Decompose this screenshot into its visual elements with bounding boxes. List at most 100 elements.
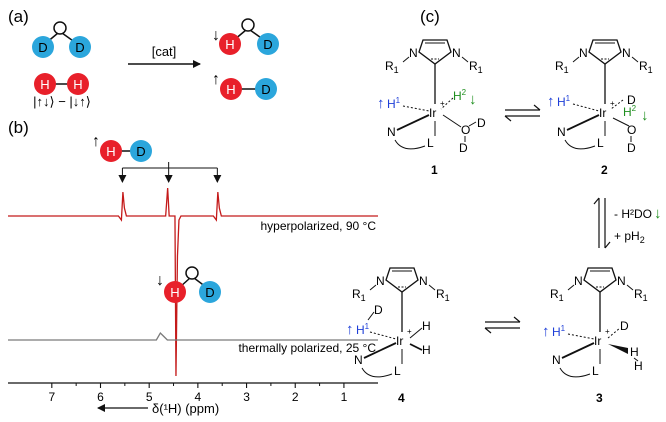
equilibrium-arrow-4-3	[484, 316, 521, 334]
atom-n: N	[409, 46, 418, 60]
h2-molecule: H H	[34, 73, 89, 95]
atom-n: N	[557, 125, 566, 139]
x-axis-tick-label: 7	[48, 390, 55, 404]
hydride-h1: H1	[356, 322, 370, 337]
compound-number-4: 4	[398, 391, 405, 405]
substituent-r1: R1	[550, 287, 564, 303]
hydrogen-atom	[67, 73, 89, 95]
atom-o: O	[627, 123, 636, 137]
hydrogen-atom	[34, 73, 56, 95]
spin-down-icon: ↓	[641, 107, 649, 124]
charge-plus: +	[605, 327, 610, 336]
atom-l: L	[592, 364, 599, 378]
singlet-state-label: |↑↓⟩ − |↓↑⟩	[33, 94, 91, 109]
atom-ir: Ir	[429, 106, 436, 120]
substituent-r1: R1	[385, 59, 399, 75]
panel-b: (b) H D ↑ hyperpolarized, 90 °C thermall…	[8, 118, 378, 416]
atom-h: H	[634, 359, 643, 373]
panel-a: (a) D D H H |↑↓⟩ − |↓↑⟩ [cat]	[8, 7, 279, 109]
spin-down-icon: ↓	[156, 272, 164, 289]
deuterium-atom	[69, 36, 91, 58]
spin-up-icon: ↑	[542, 323, 550, 340]
atom-n: N	[387, 125, 396, 139]
compound-4: N N R1 R1 Ir + ↑ H1 D H H N L 4	[346, 267, 450, 405]
atom-h: H	[630, 345, 639, 359]
atom-l: L	[597, 136, 604, 150]
charge-plus: +	[407, 327, 412, 336]
panel-label-a: (a)	[8, 7, 29, 26]
deuterium-atom	[199, 281, 221, 303]
atom-n: N	[354, 353, 363, 367]
hydride-h1: H1	[557, 94, 571, 109]
atom-o: O	[461, 123, 470, 137]
substituent-r1: R1	[469, 59, 483, 75]
spin-up-icon: ↑	[346, 321, 354, 338]
substituent-r1: R1	[352, 287, 366, 303]
x-axis-tick-label: 3	[243, 390, 250, 404]
atom-label-h: H	[73, 77, 82, 92]
x-axis-tick-label: 4	[195, 390, 202, 404]
atom-n: N	[376, 274, 385, 288]
spectrum-thermal-line	[8, 331, 378, 341]
hdo-molecule: H D ↓	[212, 18, 279, 55]
atom-label-d: D	[136, 144, 145, 159]
deuterium-atom	[32, 36, 54, 58]
atom-n: N	[622, 46, 631, 60]
hydrogen-atom	[100, 140, 122, 162]
atom-label-h: H	[170, 285, 179, 300]
coupling-tree	[118, 162, 222, 183]
substituent-r1: R1	[634, 287, 648, 303]
atom-label-h: H	[226, 82, 235, 97]
panel-label-b: (b)	[8, 118, 29, 137]
substituent-r1: R1	[639, 59, 653, 75]
hydride-h2: H2	[623, 104, 637, 119]
atom-n: N	[452, 46, 461, 60]
atom-label-d: D	[75, 40, 84, 55]
hydride-h2: H2	[453, 88, 467, 103]
spin-up-icon: ↑	[547, 93, 555, 110]
x-axis-title: δ(¹H) (ppm)	[152, 401, 219, 416]
x-axis-tick-label: 1	[341, 390, 348, 404]
oxygen-atom	[241, 18, 255, 32]
compound-2: N N R1 R1 Ir + ↑ H1 D N L O H2 ↓ D 2	[547, 39, 653, 177]
x-axis-tick-label: 5	[146, 390, 153, 404]
atom-n: N	[419, 274, 428, 288]
spin-up-icon: ↑	[377, 95, 385, 112]
x-axis-tick-label: 2	[292, 390, 299, 404]
spin-up-icon: ↑	[92, 133, 100, 150]
equilibrium-arrow-2-3: - H²DO↓ + pH2	[593, 197, 662, 249]
loss-label: - H²DO↓	[614, 205, 662, 222]
atom-n: N	[579, 46, 588, 60]
atom-h: H	[422, 319, 431, 333]
atom-d: D	[477, 116, 486, 130]
deuterium-atom	[130, 140, 152, 162]
atom-l: L	[427, 136, 434, 150]
atom-d: D	[374, 303, 383, 317]
atom-ir: Ir	[599, 106, 606, 120]
atom-d: D	[627, 93, 636, 107]
substituent-r1: R1	[555, 59, 569, 75]
atom-label-d: D	[261, 82, 270, 97]
atom-n: N	[552, 353, 561, 367]
atom-label-h: H	[40, 77, 49, 92]
oxygen-atom	[53, 21, 67, 35]
panel-label-c: (c)	[420, 7, 440, 26]
charge-plus: +	[440, 99, 445, 108]
atom-h: H	[422, 343, 431, 357]
panel-c: (c) N N R1 R1 Ir + ↑ H1 H2 ↓ N L	[346, 7, 662, 405]
atom-d: D	[627, 141, 636, 155]
compound-1: N N R1 R1 Ir + ↑ H1 H2 ↓ N L O D D	[377, 39, 486, 177]
catalyst-label: [cat]	[152, 44, 177, 59]
compound-number-2: 2	[601, 163, 608, 177]
hydrogen-atom	[219, 33, 241, 55]
hdo-molecule-label: H D ↓	[156, 266, 221, 303]
atom-ir: Ir	[594, 334, 601, 348]
spin-up-icon: ↑	[212, 71, 220, 88]
spin-down-icon: ↓	[212, 27, 220, 44]
atom-label-d: D	[205, 285, 214, 300]
compound-3: N N R1 R1 Ir + ↑ H1 D H H N L 3	[542, 267, 648, 405]
atom-l: L	[394, 364, 401, 378]
compound-number-1: 1	[431, 163, 438, 177]
